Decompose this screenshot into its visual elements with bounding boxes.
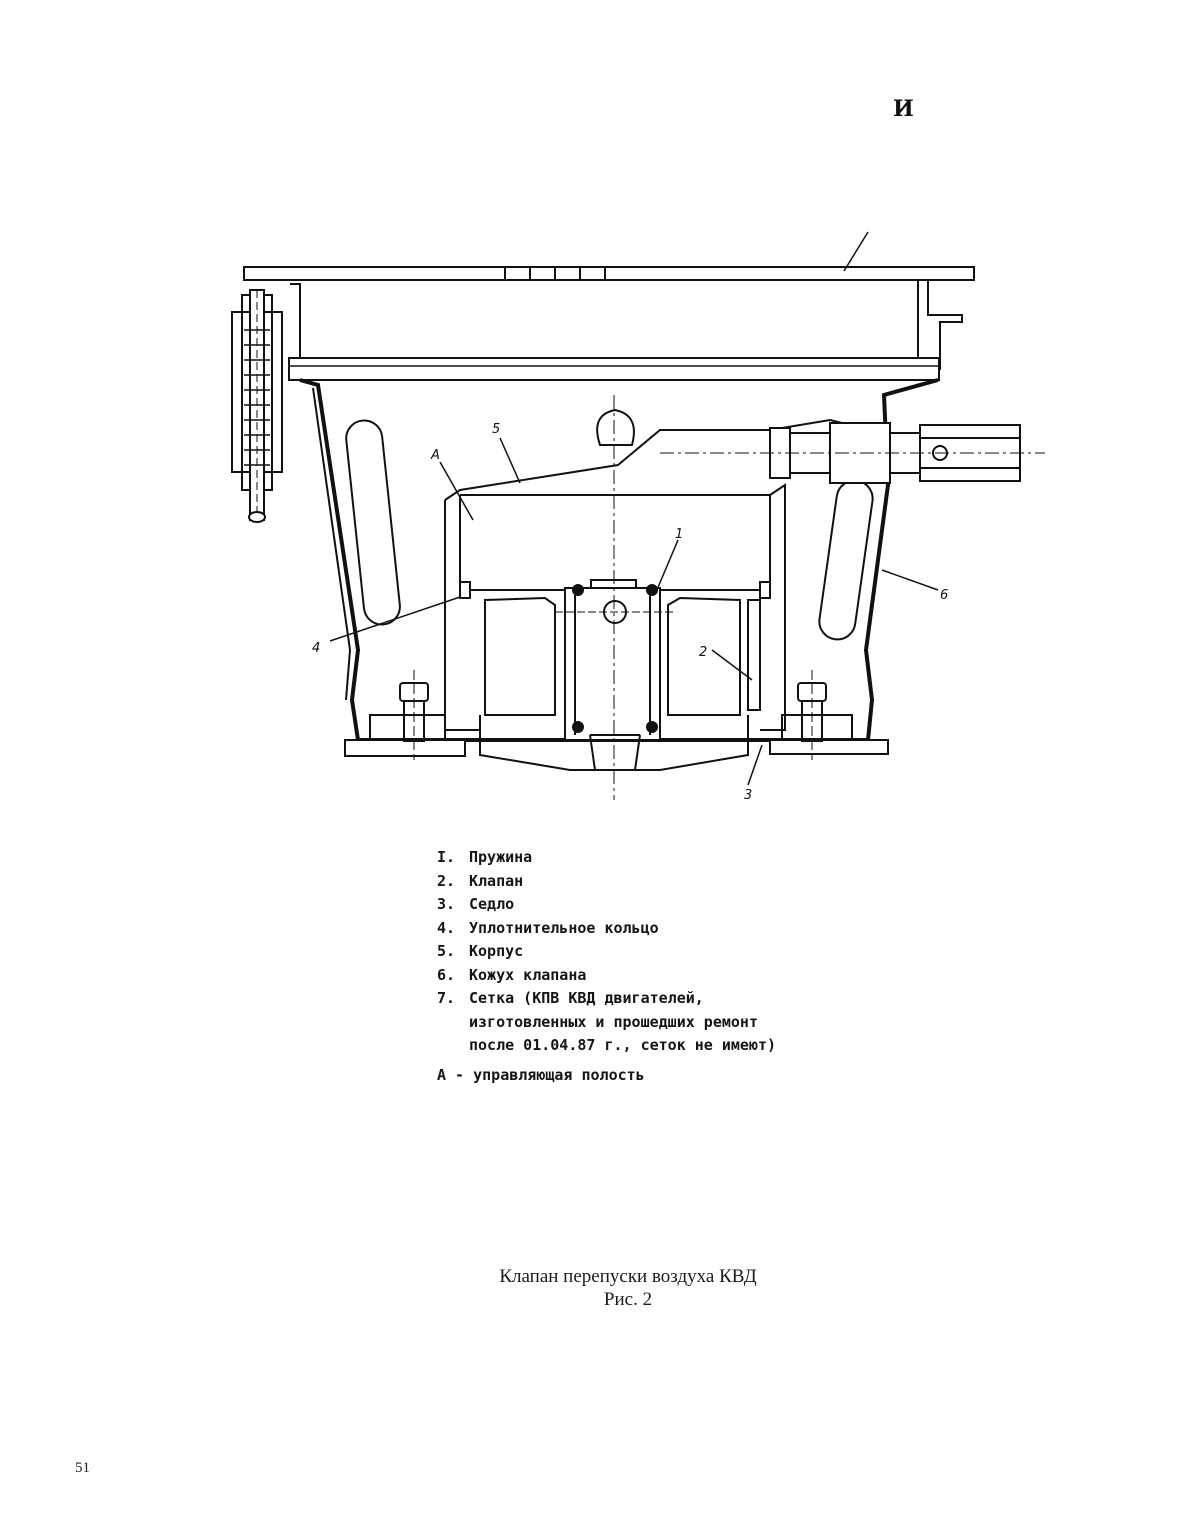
top-flange	[243, 266, 975, 370]
callout-6: 6	[940, 588, 948, 603]
legend-continuation: после 01.04.87 г., сеток не имеют)	[469, 1036, 777, 1054]
legend-number: 7.	[437, 989, 456, 1007]
callout-4: 4	[312, 641, 320, 656]
valve-piston	[484, 579, 761, 741]
page-number: 51	[75, 1460, 90, 1476]
legend-item: 5. Корпус	[437, 940, 776, 964]
legend-note: А - управляющая полость	[437, 1065, 645, 1084]
legend-continuation: изготовленных и прошедших ремонт	[469, 1012, 758, 1031]
mount-bolts	[399, 670, 827, 760]
callout-1: 1	[675, 527, 683, 542]
legend-item: 7. Сетка (КПВ КВД двигателей,	[437, 987, 776, 1011]
legend-number: I.	[437, 848, 456, 866]
leader-lines	[329, 231, 939, 786]
legend-text: Пружина	[469, 848, 533, 866]
legend-item: I. Пружина	[437, 846, 776, 870]
left-mount-rod	[231, 289, 283, 523]
legend-item: 6. Кожух клапана	[437, 964, 776, 988]
legend-text: Кожух клапана	[469, 965, 587, 984]
caption-figure-number: Рис. 2	[603, 1289, 653, 1310]
parts-legend: I. Пружина 2. Клапан 3. Седло 4. Уплотни…	[437, 846, 776, 1087]
legend-number: 5.	[437, 942, 456, 960]
control-fitting	[660, 422, 1045, 484]
legend-number: 4.	[437, 918, 456, 937]
legend-text: Уплотнительное кольцо	[469, 918, 659, 937]
screen-tray	[288, 283, 940, 381]
legend-text: Клапан	[469, 871, 524, 890]
figure-caption: Клапан перепуски воздуха КВД Рис. 2	[0, 1265, 1196, 1311]
valve-seat	[479, 715, 749, 771]
base-plates	[344, 714, 889, 757]
legend-number: 6.	[437, 965, 456, 984]
caption-title: Клапан перепуски воздуха КВД	[499, 1266, 757, 1287]
legend-text: Седло	[469, 895, 515, 913]
callout-a: A	[430, 448, 440, 463]
legend-number: 2.	[437, 871, 456, 890]
corner-mark: И	[893, 96, 914, 122]
callout-2: 2	[699, 645, 707, 660]
legend-number: 3.	[437, 895, 456, 913]
legend-item: 3. Седло	[437, 893, 776, 917]
legend-item: 4. Уплотнительное кольцо	[437, 917, 776, 941]
legend-item: 2. Клапан	[437, 870, 776, 894]
callout-3: 3	[744, 788, 752, 803]
legend-text: Сетка (КПВ КВД двигателей,	[469, 989, 704, 1007]
legend-text: Корпус	[469, 942, 524, 960]
callout-5: 5	[492, 422, 500, 437]
